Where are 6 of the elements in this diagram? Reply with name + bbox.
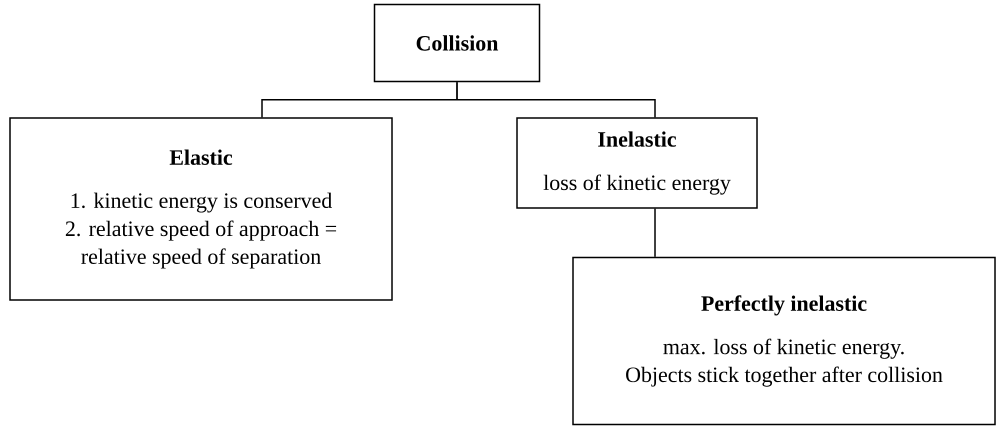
heading-box: Collision: [374, 4, 540, 82]
connector-line: [456, 82, 656, 118]
category-box: Elastic 1. kinetic energy is conserved 2. relative speed of approach = relative speed of separation: [9, 117, 393, 301]
category-box: Inelastic loss of kinetic energy: [516, 117, 758, 209]
category-box: Perfectly inelastic max. loss of kinetic energy. Objects stick together after collision: [572, 256, 996, 426]
connector-line: [654, 208, 656, 257]
